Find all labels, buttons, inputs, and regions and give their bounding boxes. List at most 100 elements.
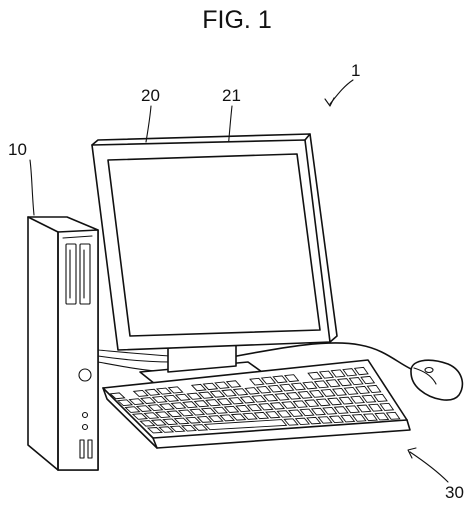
keyboard-key: [255, 385, 272, 394]
keyboard-key: [155, 387, 172, 395]
keyboard-key: [150, 419, 167, 426]
keyboard-key: [338, 396, 354, 405]
keyboard-key: [173, 417, 190, 425]
keyboard-key: [169, 425, 186, 433]
keyboard-key: [367, 403, 383, 412]
keyboard-key: [251, 395, 267, 403]
keyboard-key: [151, 395, 168, 403]
keyboard-key: [269, 402, 286, 410]
mouse: [410, 359, 464, 401]
keyboard-key: [131, 413, 149, 420]
keyboard-key: [132, 389, 149, 397]
keyboard-key: [315, 398, 331, 407]
keyboard-key: [258, 403, 274, 411]
keyboard-key: [360, 375, 376, 385]
keyboard-key: [228, 397, 244, 405]
monitor: [91, 133, 338, 385]
keyboard-key: [297, 391, 313, 399]
keyboard-key: [196, 416, 213, 423]
keyboard-key: [225, 380, 242, 388]
keyboard-key: [294, 417, 311, 425]
label-tower: 10: [8, 140, 27, 159]
keyboard-key: [202, 382, 219, 391]
keyboard-key: [328, 415, 345, 424]
keyboard-key: [374, 412, 390, 421]
keyboard-key: [313, 380, 330, 389]
keyboard-key: [308, 389, 325, 398]
keyboard-key: [279, 383, 295, 392]
keyboard-key: [348, 377, 364, 386]
keyboard-key: [356, 404, 372, 413]
keyboard-key: [292, 400, 308, 408]
keyboard-key: [281, 401, 297, 409]
keyboard-key: [307, 371, 323, 380]
keyboard-key: [209, 390, 226, 398]
keyboard-key: [193, 400, 210, 408]
keyboard-key: [353, 366, 369, 376]
keyboard-key: [265, 411, 281, 419]
label-system: 1: [351, 61, 360, 80]
keyboard-key: [221, 389, 237, 397]
keyboard-key: [177, 409, 194, 417]
keyboard-key: [147, 404, 164, 412]
keyboard-key: [260, 376, 277, 385]
keyboard-key: [128, 398, 145, 406]
keyboard-key: [350, 395, 366, 404]
keyboard-key: [267, 384, 283, 393]
keyboard-key: [144, 388, 161, 396]
keyboard-key: [340, 414, 356, 423]
keyboard-key: [327, 397, 343, 406]
keyboard-key: [385, 411, 401, 420]
keyboard-key: [244, 387, 260, 395]
keyboard-key: [158, 403, 176, 411]
keyboard-key: [154, 411, 171, 419]
label-screen: 21: [222, 86, 241, 105]
keyboard-key: [285, 392, 302, 400]
keyboard-key: [362, 413, 378, 422]
keyboard-key: [116, 399, 134, 407]
keyboard-key: [170, 402, 187, 410]
keyboard-keys: [109, 366, 401, 434]
keyboard-key: [146, 427, 163, 434]
keyboard-key: [139, 420, 156, 427]
keyboard-key: [253, 411, 270, 420]
keyboard-key: [223, 405, 240, 413]
keyboard-key: [322, 406, 338, 415]
keyboard-key: [274, 393, 290, 401]
keyboard-key: [351, 414, 367, 422]
space-bar-key: [203, 419, 288, 431]
keyboard-key: [230, 413, 247, 421]
keyboard-key: [212, 406, 228, 414]
tower-computer: [27, 216, 99, 471]
keyboard-key: [379, 402, 395, 411]
keyboard-key: [333, 406, 349, 414]
keyboard-key: [167, 386, 184, 394]
keyboard-key: [372, 393, 388, 402]
keyboard-key: [287, 409, 304, 417]
keyboard-key: [262, 394, 279, 402]
keyboard-key: [239, 396, 256, 404]
keyboard-key: [232, 388, 249, 396]
leader-lines: [29, 79, 449, 483]
keyboard-key: [185, 416, 201, 424]
keyboard-key: [284, 374, 300, 383]
keyboard-key: [214, 381, 230, 389]
label-monitor: 20: [141, 86, 160, 105]
keyboard-key: [174, 393, 191, 401]
keyboard-key: [366, 384, 382, 394]
keyboard-key: [207, 415, 224, 423]
keyboard-key: [166, 410, 183, 418]
keyboard-key: [124, 406, 141, 413]
keyboard-key: [302, 381, 318, 390]
keyboard-key: [186, 392, 203, 400]
keyboard-key: [320, 388, 336, 397]
keyboard-key: [249, 377, 265, 386]
keyboard-key: [200, 407, 217, 415]
keyboard-key: [235, 404, 251, 413]
keyboard-key: [190, 383, 207, 392]
keyboard: [102, 359, 411, 449]
keyboard-key: [330, 369, 346, 378]
keyboard-key: [337, 378, 353, 387]
cables: [97, 349, 173, 373]
